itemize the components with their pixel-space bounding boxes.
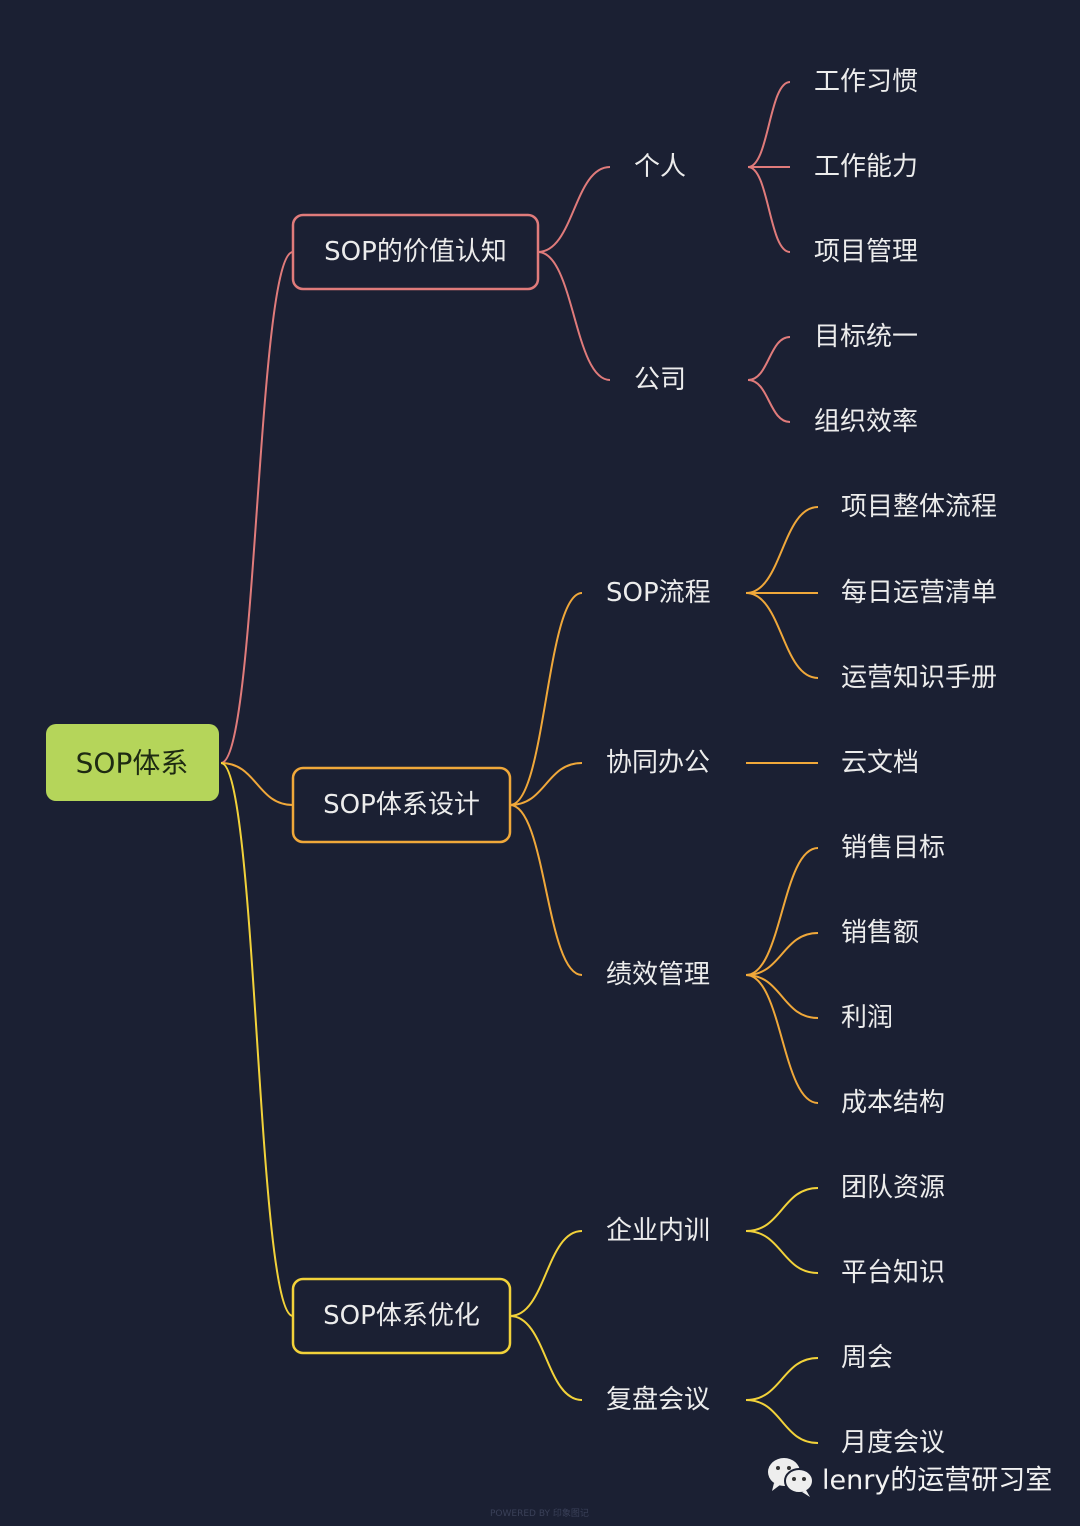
leaf-connector: [745, 592, 819, 679]
branch-label: SOP体系优化: [323, 1301, 480, 1331]
leaf-connector: [745, 1187, 819, 1232]
leaf-connector: [745, 1399, 819, 1444]
leaf-label: 项目管理: [814, 237, 918, 267]
leaf-connector: [747, 81, 791, 168]
root-connector: [220, 762, 294, 806]
leaf-label: 工作能力: [814, 152, 918, 182]
root-label: SOP体系: [76, 747, 189, 780]
leaf-connector: [745, 974, 819, 1104]
topic-label: 协同办公: [606, 748, 710, 778]
leaf-label: 工作习惯: [814, 67, 918, 97]
leaf-label: 成本结构: [841, 1088, 945, 1118]
leaf-label: 平台知识: [841, 1258, 945, 1288]
leaf-connector: [747, 166, 791, 253]
leaf-label: 目标统一: [814, 322, 918, 352]
leaf-label: 每日运营清单: [841, 578, 997, 608]
branch-label: SOP的价值认知: [324, 237, 507, 267]
powered-by: POWERED BY 印象图记: [490, 1509, 589, 1519]
leaf-label: 团队资源: [841, 1173, 945, 1203]
branch-connector: [509, 762, 583, 806]
root-connector: [220, 251, 294, 764]
branch-connector: [509, 592, 583, 806]
leaf-connector: [747, 379, 791, 423]
leaf-label: 周会: [841, 1343, 893, 1373]
watermark: lenry的运营研习室: [766, 1455, 1052, 1499]
leaf-connector: [745, 1357, 819, 1401]
branch-connector: [509, 1230, 583, 1317]
leaf-label: 销售额: [841, 918, 919, 948]
leaf-label: 运营知识手册: [841, 663, 997, 693]
topic-label: 公司: [634, 365, 686, 395]
leaf-label: 组织效率: [814, 407, 918, 437]
branch-connector: [509, 804, 583, 976]
branch-connector: [537, 251, 611, 381]
topic-label: SOP流程: [606, 578, 711, 608]
root-node[interactable]: [46, 724, 219, 801]
leaf-connector: [745, 974, 819, 1019]
leaf-connector: [745, 932, 819, 976]
topic-label: 绩效管理: [606, 960, 710, 990]
branch-connector: [509, 1315, 583, 1401]
topic-label: 复盘会议: [606, 1385, 710, 1415]
leaf-connector: [745, 1230, 819, 1274]
watermark-text: lenry的运营研习室: [822, 1464, 1053, 1496]
branch-connector: [537, 166, 611, 253]
topic-label: 个人: [634, 152, 686, 182]
leaf-connector: [745, 506, 819, 594]
leaf-label: 月度会议: [841, 1428, 945, 1458]
leaf-connector: [747, 336, 791, 381]
wechat-icon: [768, 1458, 814, 1497]
branch-label: SOP体系设计: [323, 790, 480, 820]
leaf-connector: [745, 847, 819, 976]
leaf-label: 云文档: [841, 748, 919, 778]
leaf-label: 项目整体流程: [841, 492, 997, 522]
topic-label: 企业内训: [606, 1216, 710, 1246]
leaf-label: 利润: [841, 1003, 893, 1033]
root-connector: [220, 762, 294, 1317]
leaf-label: 销售目标: [841, 833, 945, 863]
